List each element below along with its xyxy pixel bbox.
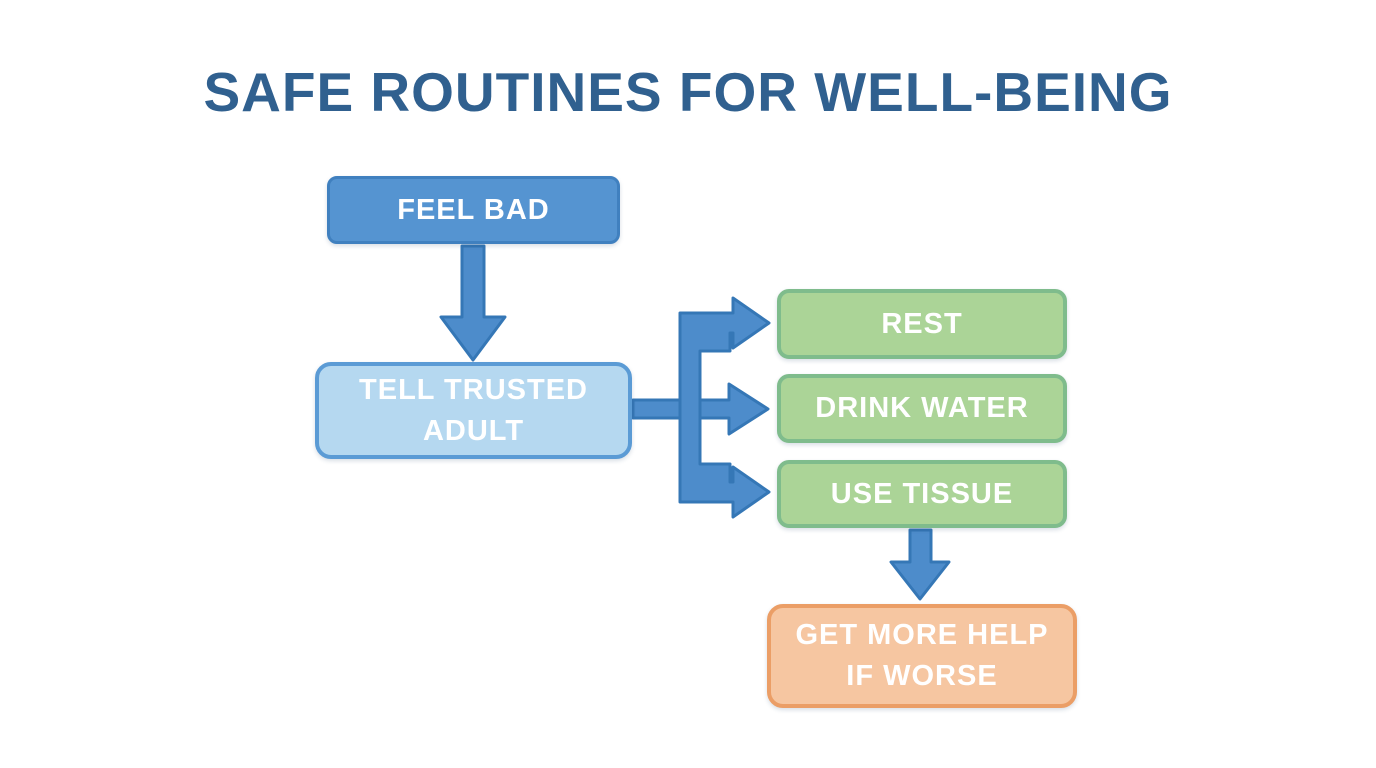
node-feel-bad: FEEL BAD — [327, 176, 620, 244]
node-use-tissue-label: USE TISSUE — [830, 477, 1014, 510]
node-use-tissue: USE TISSUE — [777, 460, 1067, 528]
node-rest: REST — [777, 289, 1067, 359]
node-feel-bad-label: FEEL BAD — [397, 193, 550, 226]
node-get-more-help: GET MORE HELP IF WORSE — [767, 604, 1077, 708]
node-get-more-help-label-line2: IF WORSE — [846, 660, 998, 692]
arrow-use-tissue-to-get-help — [889, 528, 951, 601]
node-drink-water-label: DRINK WATER — [815, 392, 1029, 424]
node-rest-label: REST — [881, 307, 963, 340]
node-drink-water: DRINK WATER — [777, 374, 1067, 443]
node-tell-trusted-adult: TELL TRUSTED ADULT — [315, 362, 632, 459]
node-get-more-help-label-line1: GET MORE HELP — [795, 619, 1049, 651]
page-title: SAFE ROUTINES FOR WELL-BEING — [203, 61, 1173, 123]
branch-connector-rest-and-use-tissue — [678, 296, 771, 519]
arrow-feel-bad-to-tell-adult — [439, 244, 507, 362]
node-tell-trusted-adult-label-line1: TELL TRUSTED — [359, 373, 588, 406]
node-tell-trusted-adult-label-line2: ADULT — [422, 414, 525, 447]
